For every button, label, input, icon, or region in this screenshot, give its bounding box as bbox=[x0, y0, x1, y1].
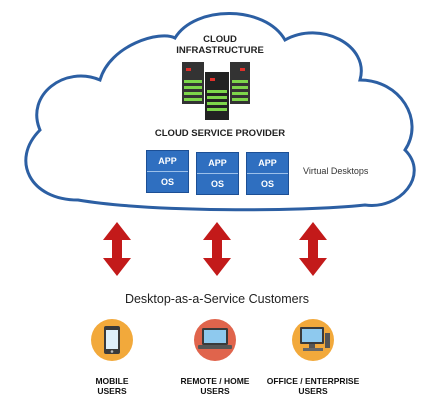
laptop-icon bbox=[194, 319, 236, 361]
server-left bbox=[182, 62, 204, 104]
user-label-line1: REMOTE / HOME bbox=[180, 376, 250, 386]
cloud-title-line2: INFRASTRUCTURE bbox=[176, 45, 264, 56]
user-label-line1: MOBILE bbox=[95, 376, 129, 386]
daas-customers-label: Desktop-as-a-Service Customers bbox=[124, 292, 310, 306]
desktop-app-label: APP bbox=[208, 158, 227, 168]
user-label-line2: USERS bbox=[200, 386, 230, 396]
user-label-remote: REMOTE / HOME USERS bbox=[160, 376, 270, 396]
cloud-title-line1: CLOUD bbox=[203, 34, 237, 45]
user-label-line1: OFFICE / ENTERPRISE bbox=[266, 376, 360, 386]
double-arrow-middle bbox=[203, 222, 231, 276]
desktop-app-label: APP bbox=[258, 158, 277, 168]
cloud-service-provider-label: CLOUD SERVICE PROVIDER bbox=[154, 128, 286, 139]
virtual-desktop-3: APP OS bbox=[246, 152, 289, 195]
mobile-phone-icon bbox=[91, 319, 133, 361]
virtual-desktop-2: APP OS bbox=[196, 152, 239, 195]
user-label-office: OFFICE / ENTERPRISE USERS bbox=[258, 376, 368, 396]
desktop-os-label: OS bbox=[147, 171, 188, 192]
server-rack-icon bbox=[182, 62, 250, 120]
desktop-os-label: OS bbox=[197, 173, 238, 194]
double-arrow-left bbox=[103, 222, 131, 276]
virtual-desktops-label: Virtual Desktops bbox=[303, 166, 369, 176]
double-arrow-right bbox=[299, 222, 327, 276]
user-label-line2: USERS bbox=[97, 386, 127, 396]
server-middle bbox=[205, 72, 229, 120]
user-label-line2: USERS bbox=[298, 386, 328, 396]
desktop-computer-icon bbox=[292, 319, 334, 361]
virtual-desktop-1: APP OS bbox=[146, 150, 189, 193]
user-label-mobile: MOBILE USERS bbox=[57, 376, 167, 396]
cloud-infrastructure-title: CLOUD INFRASTRUCTURE bbox=[150, 34, 290, 56]
desktop-app-label: APP bbox=[158, 156, 177, 166]
server-right bbox=[230, 62, 250, 104]
desktop-os-label: OS bbox=[247, 173, 288, 194]
